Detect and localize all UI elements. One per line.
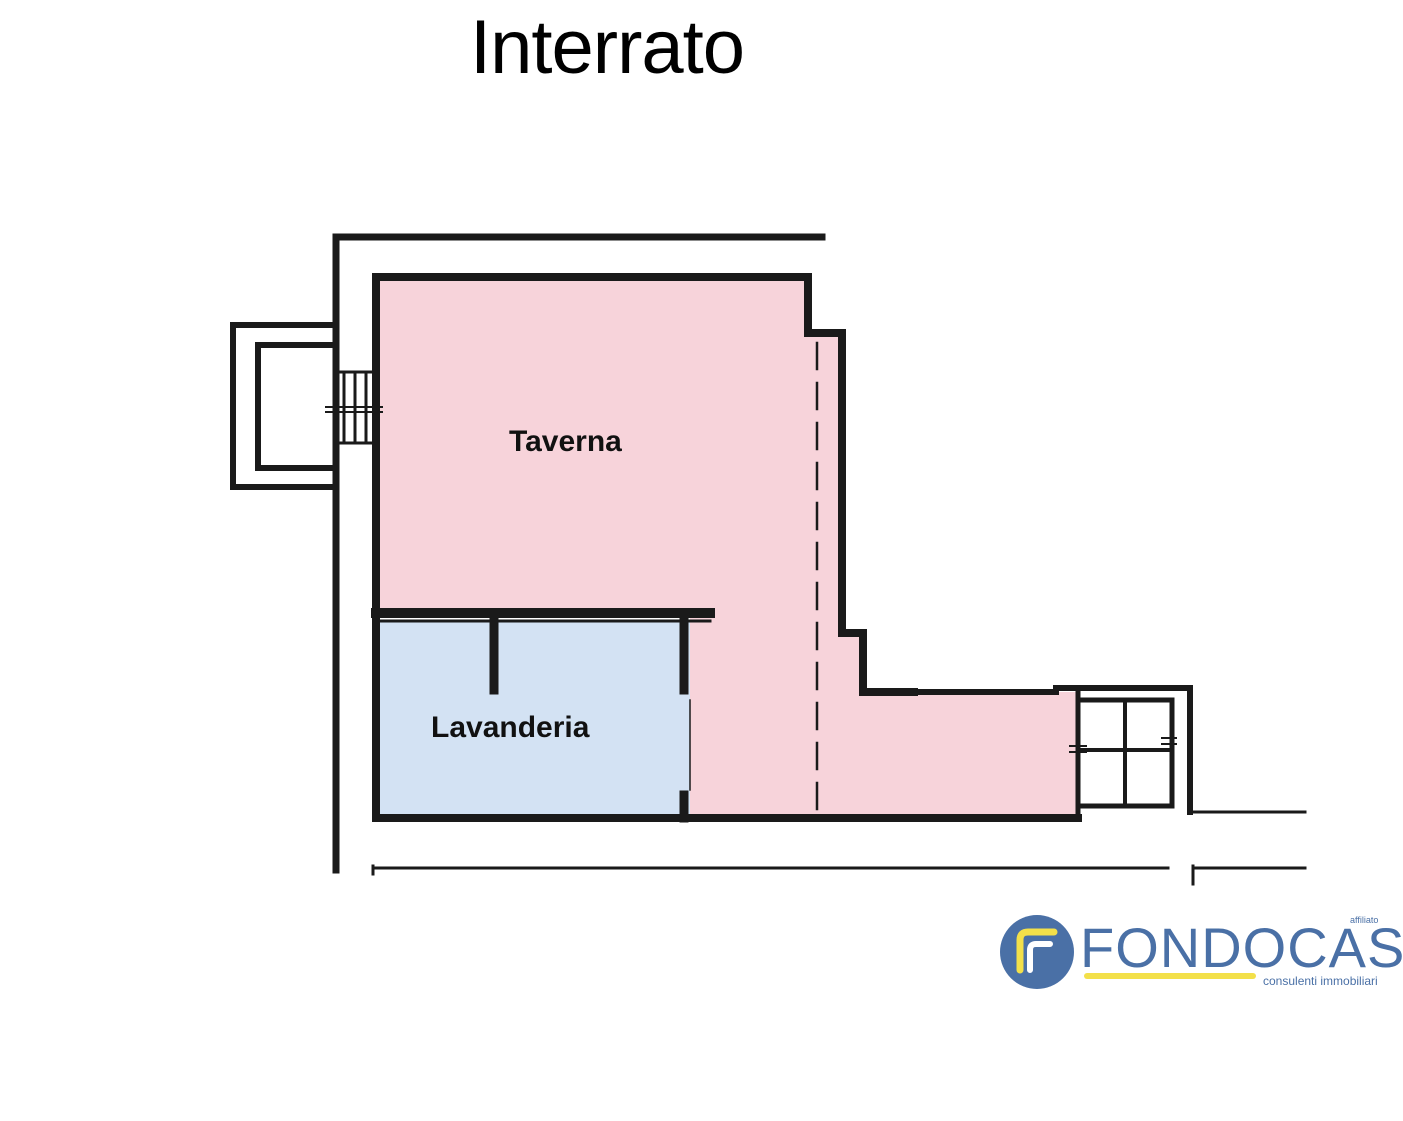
corridor-top-wall: [911, 685, 1193, 815]
walls: [230, 233, 1307, 886]
taverna-wall-top: [372, 273, 918, 696]
fondocasa-logo: FONDOCASA affiliato consulenti immobilia…: [998, 912, 1403, 1002]
left-well-inner: [255, 342, 339, 471]
fondocasa-wordmark: FONDOCASA: [1080, 916, 1403, 979]
logo-underline: [1084, 973, 1256, 979]
taverna-label: Taverna: [509, 425, 622, 458]
lavanderia-label: Lavanderia: [431, 711, 590, 744]
lavanderia-floor: [376, 621, 690, 818]
page-title: Interrato: [470, 5, 745, 90]
logo-tagline: consulenti immobiliari: [1263, 974, 1378, 988]
outer-wall: [332, 233, 826, 874]
taverna-floor: [376, 277, 1078, 818]
affiliato-text: affiliato: [1350, 915, 1379, 925]
left-well-outer: [230, 322, 339, 490]
fondocasa-mark-icon: [1000, 915, 1074, 989]
